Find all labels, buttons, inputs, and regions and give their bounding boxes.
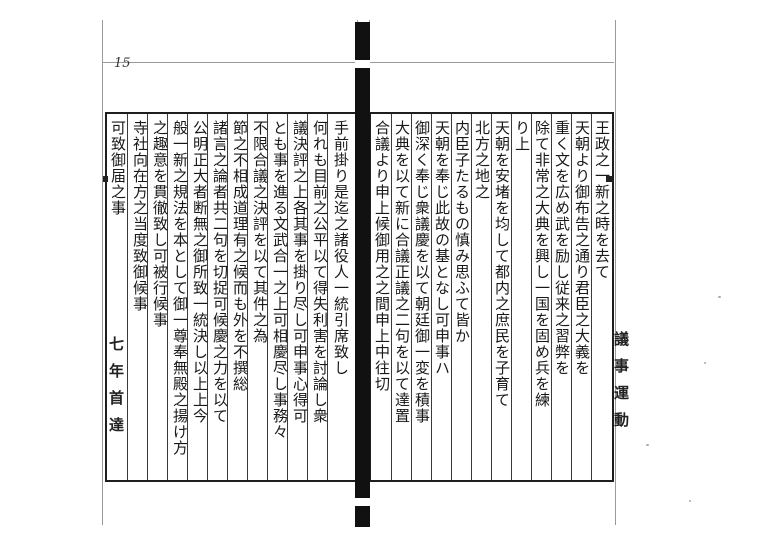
text-column: 議決評之上各其事を掛り尽し可申事心得可 xyxy=(291,120,309,424)
column-rule xyxy=(327,114,328,480)
scan-speck xyxy=(689,500,691,502)
text-column: 之趣意を貫徹致し可被行候事 xyxy=(151,120,169,328)
column-rule xyxy=(451,114,452,480)
spine-gap xyxy=(355,60,370,68)
column-rule xyxy=(411,114,412,480)
text-column: 手前掛り是迄之諸役人一統引席致し xyxy=(332,120,350,376)
text-column: 重く文を広め武を励し従来之習弊を xyxy=(553,120,571,376)
text-column: 何れも目前之公平以て得失利害を討論し衆 xyxy=(311,120,329,424)
text-column: 天朝より御布告之通り君臣之大義を xyxy=(573,120,591,376)
column-rule xyxy=(571,114,572,480)
column-rule xyxy=(551,114,552,480)
spine-gap xyxy=(355,498,370,506)
left-page-header-line xyxy=(102,62,356,63)
scan-speck xyxy=(704,362,706,364)
text-column: 合議より申上候御用之之間申上中往切 xyxy=(373,120,391,392)
column-rule xyxy=(491,114,492,480)
text-column: 不限合議之決評を以て其件之為 xyxy=(251,120,269,344)
column-rule xyxy=(167,114,168,480)
right-page-side-label: 議事運動 xyxy=(612,331,630,439)
book-spine-gutter xyxy=(355,22,370,527)
text-column: とも事を進る文武合一之上可相慶尽し事務々 xyxy=(271,120,289,440)
scan-speck xyxy=(718,296,721,298)
scan-speck xyxy=(646,444,649,446)
text-column: 天朝を安堵を均して都内之庶民を子育て xyxy=(493,120,511,408)
column-rule xyxy=(511,114,512,480)
text-column: 可致御届之事 xyxy=(109,120,127,216)
text-column: 寺社向在方之当度致御候事 xyxy=(131,120,149,312)
text-column: 節之不相成道理有之候而も外を不撰総 xyxy=(231,120,249,392)
left-page-side-label: 七年首達 xyxy=(107,336,125,444)
text-column: 北方之地之 xyxy=(473,120,491,200)
column-rule xyxy=(127,114,128,480)
text-column: 公明正大者断無之御所致一統決し以上上今 xyxy=(191,120,209,424)
right-page-frame: 王政之一新之時を去て 天朝より御布告之通り君臣之大義を 重く文を広め武を励し従来… xyxy=(369,112,614,482)
text-column: 御深く奉じ衆議慶を以て朝廷御一変を積事 xyxy=(413,120,431,424)
text-column: 王政之一新之時を去て xyxy=(593,120,611,280)
margin-mark xyxy=(606,176,614,182)
column-rule xyxy=(287,114,288,480)
text-column: 内臣子たるもの慎み思ふて皆か xyxy=(453,120,471,344)
text-column: り上 xyxy=(513,120,531,152)
column-rule xyxy=(391,114,392,480)
text-column: 般一新之規法を本として御一尊奉無殿之揚け方 xyxy=(171,120,189,456)
right-page-header-line xyxy=(369,62,614,63)
column-rule xyxy=(591,114,592,480)
column-rule xyxy=(531,114,532,480)
folio-number: 15 xyxy=(114,56,131,71)
left-page-frame: 手前掛り是迄之諸役人一統引席致し 何れも目前之公平以て得失利害を討論し衆 議決評… xyxy=(105,112,358,482)
column-rule xyxy=(471,114,472,480)
text-column: 諸言之論者共二句を切捉可候慶之力を以て xyxy=(211,120,229,424)
column-rule xyxy=(227,114,228,480)
column-rule xyxy=(247,114,248,480)
text-column: 天朝を奉じ此故の基となし可申事ハ xyxy=(433,120,451,376)
column-rule xyxy=(267,114,268,480)
text-column: 除て非常之大典を興し一国を固め兵を練 xyxy=(533,120,551,408)
column-rule xyxy=(307,114,308,480)
column-rule xyxy=(207,114,208,480)
column-rule xyxy=(431,114,432,480)
margin-mark xyxy=(103,176,108,182)
text-column: 大典を以て新に合議正議之二句を以て達置 xyxy=(393,120,411,424)
column-rule xyxy=(147,114,148,480)
column-rule xyxy=(187,114,188,480)
